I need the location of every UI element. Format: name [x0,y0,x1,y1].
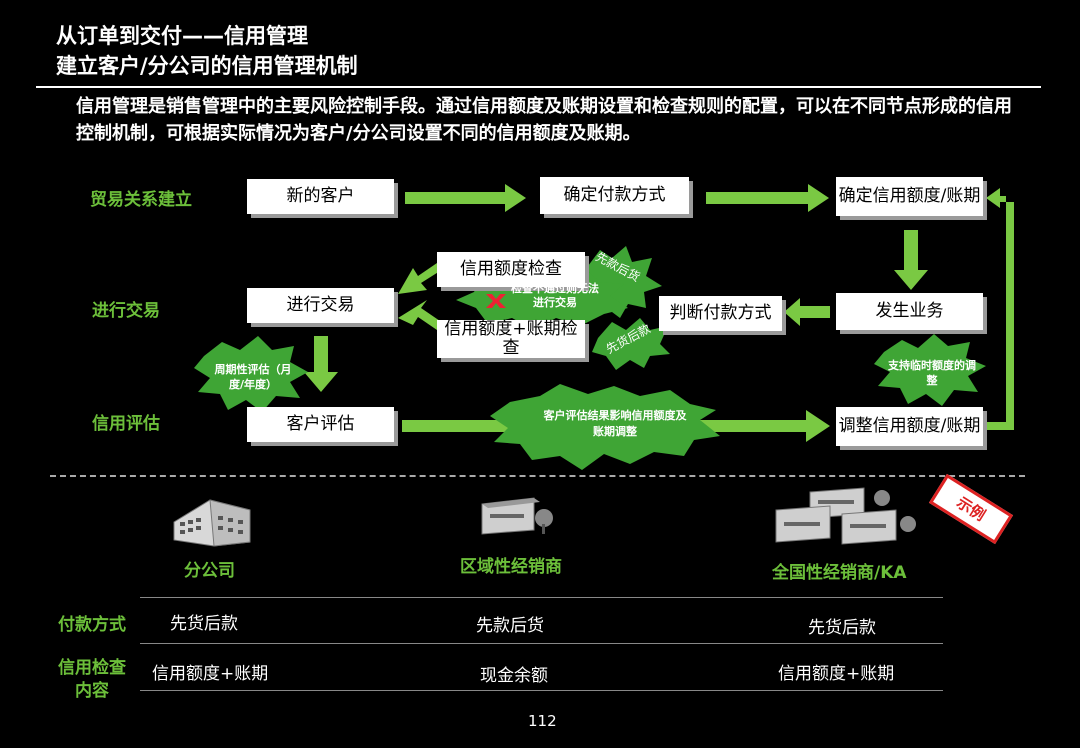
section-divider [50,475,1025,477]
table-cell: 信用额度+账期 [152,664,269,684]
table-line-middle [140,643,943,644]
arrow-business-to-judge [784,298,830,326]
table-row-label-credit-check: 信用检查内容 [58,658,126,701]
table-line-top [140,597,943,598]
arrow-transaction-to-eval [304,336,338,392]
header-divider [36,86,1041,88]
box-payment-method: 确定付款方式 [540,177,689,214]
flow-graphics [194,184,1014,470]
page-title: 从订单到交付——信用管理 [56,24,308,48]
box-credit-period-check: 信用额度+账期检查 [437,320,585,358]
arrow-adjust-to-credit [985,188,1014,430]
entity-regional-label: 区域性经销商 [460,557,562,577]
box-do-transaction: 进行交易 [247,288,394,323]
table-line-bottom [140,690,943,691]
box-new-customer: 新的客户 [247,179,394,214]
regional-store-icon [481,497,553,535]
page-subtitle: 建立客户/分公司的信用管理机制 [56,54,358,78]
box-business-occurs: 发生业务 [836,293,983,330]
national-stores-icon [775,487,916,545]
burst-eval-impact [490,384,720,470]
row-label-transaction: 进行交易 [92,301,160,321]
intro-text: 信用管理是销售管理中的主要风险控制手段。通过信用额度及账期设置和检查规则的配置，… [76,96,1012,144]
arrow-payment-to-credit [706,184,829,212]
box-adjust-credit: 调整信用额度/账期 [836,407,983,446]
table-row-label-payment: 付款方式 [58,615,126,635]
box-judge-payment: 判断付款方式 [659,296,782,331]
arrow-combo-to-transaction [398,300,440,330]
callout-periodic: 周期性评估（月度/年度） [214,363,292,391]
entity-branch-label: 分公司 [184,561,235,581]
fail-x-icon [486,294,506,308]
table-cell: 先款后货 [476,616,544,636]
row-label-trade: 贸易关系建立 [90,190,192,210]
table-cell: 现金余额 [480,666,548,686]
burst-periodic [194,336,308,412]
example-stamp: 示例 [928,473,1014,545]
page-number: 112 [528,712,557,730]
burst-postpay [592,318,670,370]
box-set-credit: 确定信用额度/账期 [836,177,983,216]
box-customer-eval: 客户评估 [247,407,394,442]
callout-eval-impact: 客户评估结果影响信用额度及账期调整 [543,409,687,438]
arrow-check-to-transaction [398,263,440,294]
entity-national-label: 全国性经销商/KA [772,563,907,583]
row-label-credit-eval: 信用评估 [92,414,160,434]
table-cell: 先货后款 [808,618,876,638]
callout-fail-check: 检查不通过则无法进行交易 [511,282,599,309]
box-credit-check: 信用额度检查 [437,252,585,287]
callout-temp-credit: 支持临时额度的调整 [888,359,976,387]
table-cell: 信用额度+账期 [778,664,895,684]
table-cell: 先货后款 [170,614,238,634]
branch-building-icon [173,499,251,547]
arrow-new-to-payment [405,184,526,212]
arrow-credit-to-business [894,230,928,290]
burst-temp-credit [874,334,986,406]
